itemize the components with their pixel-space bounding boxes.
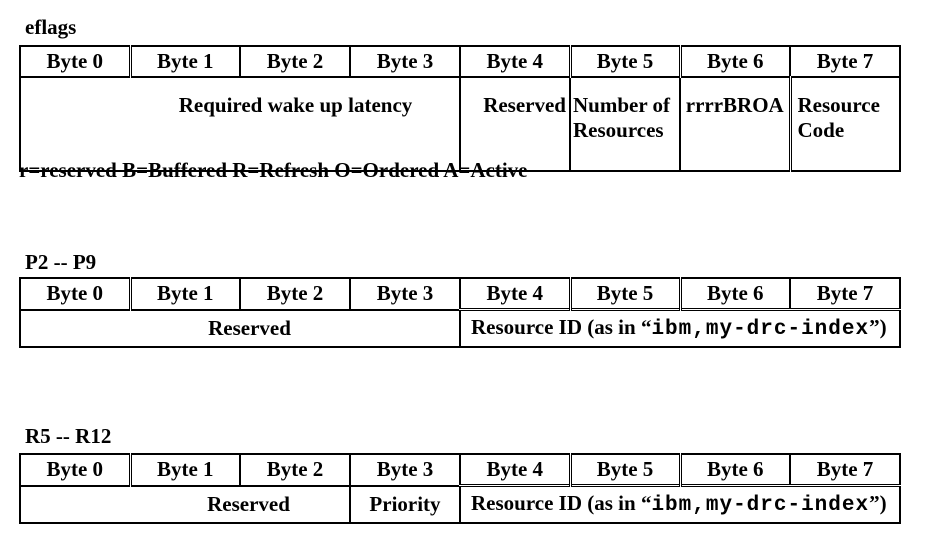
byte-4-header: Byte 4: [459, 45, 571, 78]
p2-p9-header-row: Byte 0 Byte 1 Byte 2 Byte 3 Byte 4 Byte …: [19, 277, 901, 311]
r5-r12-title: R5 -- R12: [25, 424, 112, 448]
byte-2-header: Byte 2: [239, 453, 351, 487]
drc-index-property-name: ibm,my-drc-index: [651, 318, 870, 341]
byte-0-header: Byte 0: [19, 453, 131, 487]
reserved-cell: Reserved: [459, 76, 571, 172]
resource-id-label-suffix: ”): [869, 315, 887, 339]
eflags-byte-table: Byte 0 Byte 1 Byte 2 Byte 3 Byte 4 Byte …: [19, 45, 901, 172]
p2-p9-content-row: Reserved Resource ID (as in “ibm,my-drc-…: [19, 308, 901, 348]
byte-7-header: Byte 7: [789, 277, 901, 311]
byte-6-header: Byte 6: [678, 453, 791, 487]
byte-4-header: Byte 4: [459, 277, 571, 311]
eflags-title: eflags: [25, 15, 77, 39]
byte-0-header: Byte 0: [19, 277, 131, 311]
byte-3-header: Byte 3: [349, 453, 461, 487]
resource-id-cell: Resource ID (as in “ibm,my-drc-index”): [459, 484, 901, 524]
byte-7-header: Byte 7: [789, 45, 901, 78]
r5-r12-header-row: Byte 0 Byte 1 Byte 2 Byte 3 Byte 4 Byte …: [19, 453, 901, 487]
byte-3-header: Byte 3: [349, 277, 461, 311]
priority-cell: Priority: [349, 484, 461, 524]
r5-r12-content-row: Reserved Priority Resource ID (as in “ib…: [19, 484, 901, 524]
flag-bits-cell: rrrrBROA: [679, 76, 791, 172]
byte-6-header: Byte 6: [678, 45, 791, 78]
number-of-resources-cell: Number of Resources: [569, 76, 681, 172]
eflags-header-row: Byte 0 Byte 1 Byte 2 Byte 3 Byte 4 Byte …: [19, 45, 901, 78]
required-wake-up-latency-cell: Required wake up latency: [19, 76, 461, 172]
drc-index-property-name: ibm,my-drc-index: [651, 494, 870, 517]
resource-code-cell: Resource Code: [788, 76, 901, 172]
reserved-cell: Reserved: [19, 308, 461, 348]
byte-0-header: Byte 0: [19, 45, 131, 78]
p2-p9-title: P2 -- P9: [25, 250, 97, 274]
byte-1-header: Byte 1: [128, 45, 241, 78]
byte-7-header: Byte 7: [789, 453, 901, 487]
flags-legend: r=reserved B=Buffered R=Refresh O=Ordere…: [19, 158, 528, 182]
byte-6-header: Byte 6: [678, 277, 791, 311]
r5-r12-byte-table: Byte 0 Byte 1 Byte 2 Byte 3 Byte 4 Byte …: [19, 453, 901, 524]
byte-1-header: Byte 1: [128, 277, 241, 311]
resource-id-cell: Resource ID (as in “ibm,my-drc-index”): [459, 308, 901, 348]
byte-5-header: Byte 5: [568, 277, 681, 311]
p2-p9-byte-table: Byte 0 Byte 1 Byte 2 Byte 3 Byte 4 Byte …: [19, 277, 901, 348]
resource-id-label: Resource ID (as in “: [471, 315, 652, 339]
byte-2-header: Byte 2: [239, 45, 351, 78]
resource-id-label: Resource ID (as in “: [471, 491, 652, 515]
byte-5-header: Byte 5: [568, 45, 681, 78]
resource-id-label-suffix: ”): [869, 491, 887, 515]
eflags-content-row: Required wake up latency Reserved Number…: [19, 76, 901, 172]
byte-1-header: Byte 1: [128, 453, 241, 487]
byte-5-header: Byte 5: [568, 453, 681, 487]
byte-2-header: Byte 2: [239, 277, 351, 311]
byte-4-header: Byte 4: [459, 453, 571, 487]
reserved-cell: Reserved: [19, 484, 351, 524]
byte-3-header: Byte 3: [349, 45, 461, 78]
